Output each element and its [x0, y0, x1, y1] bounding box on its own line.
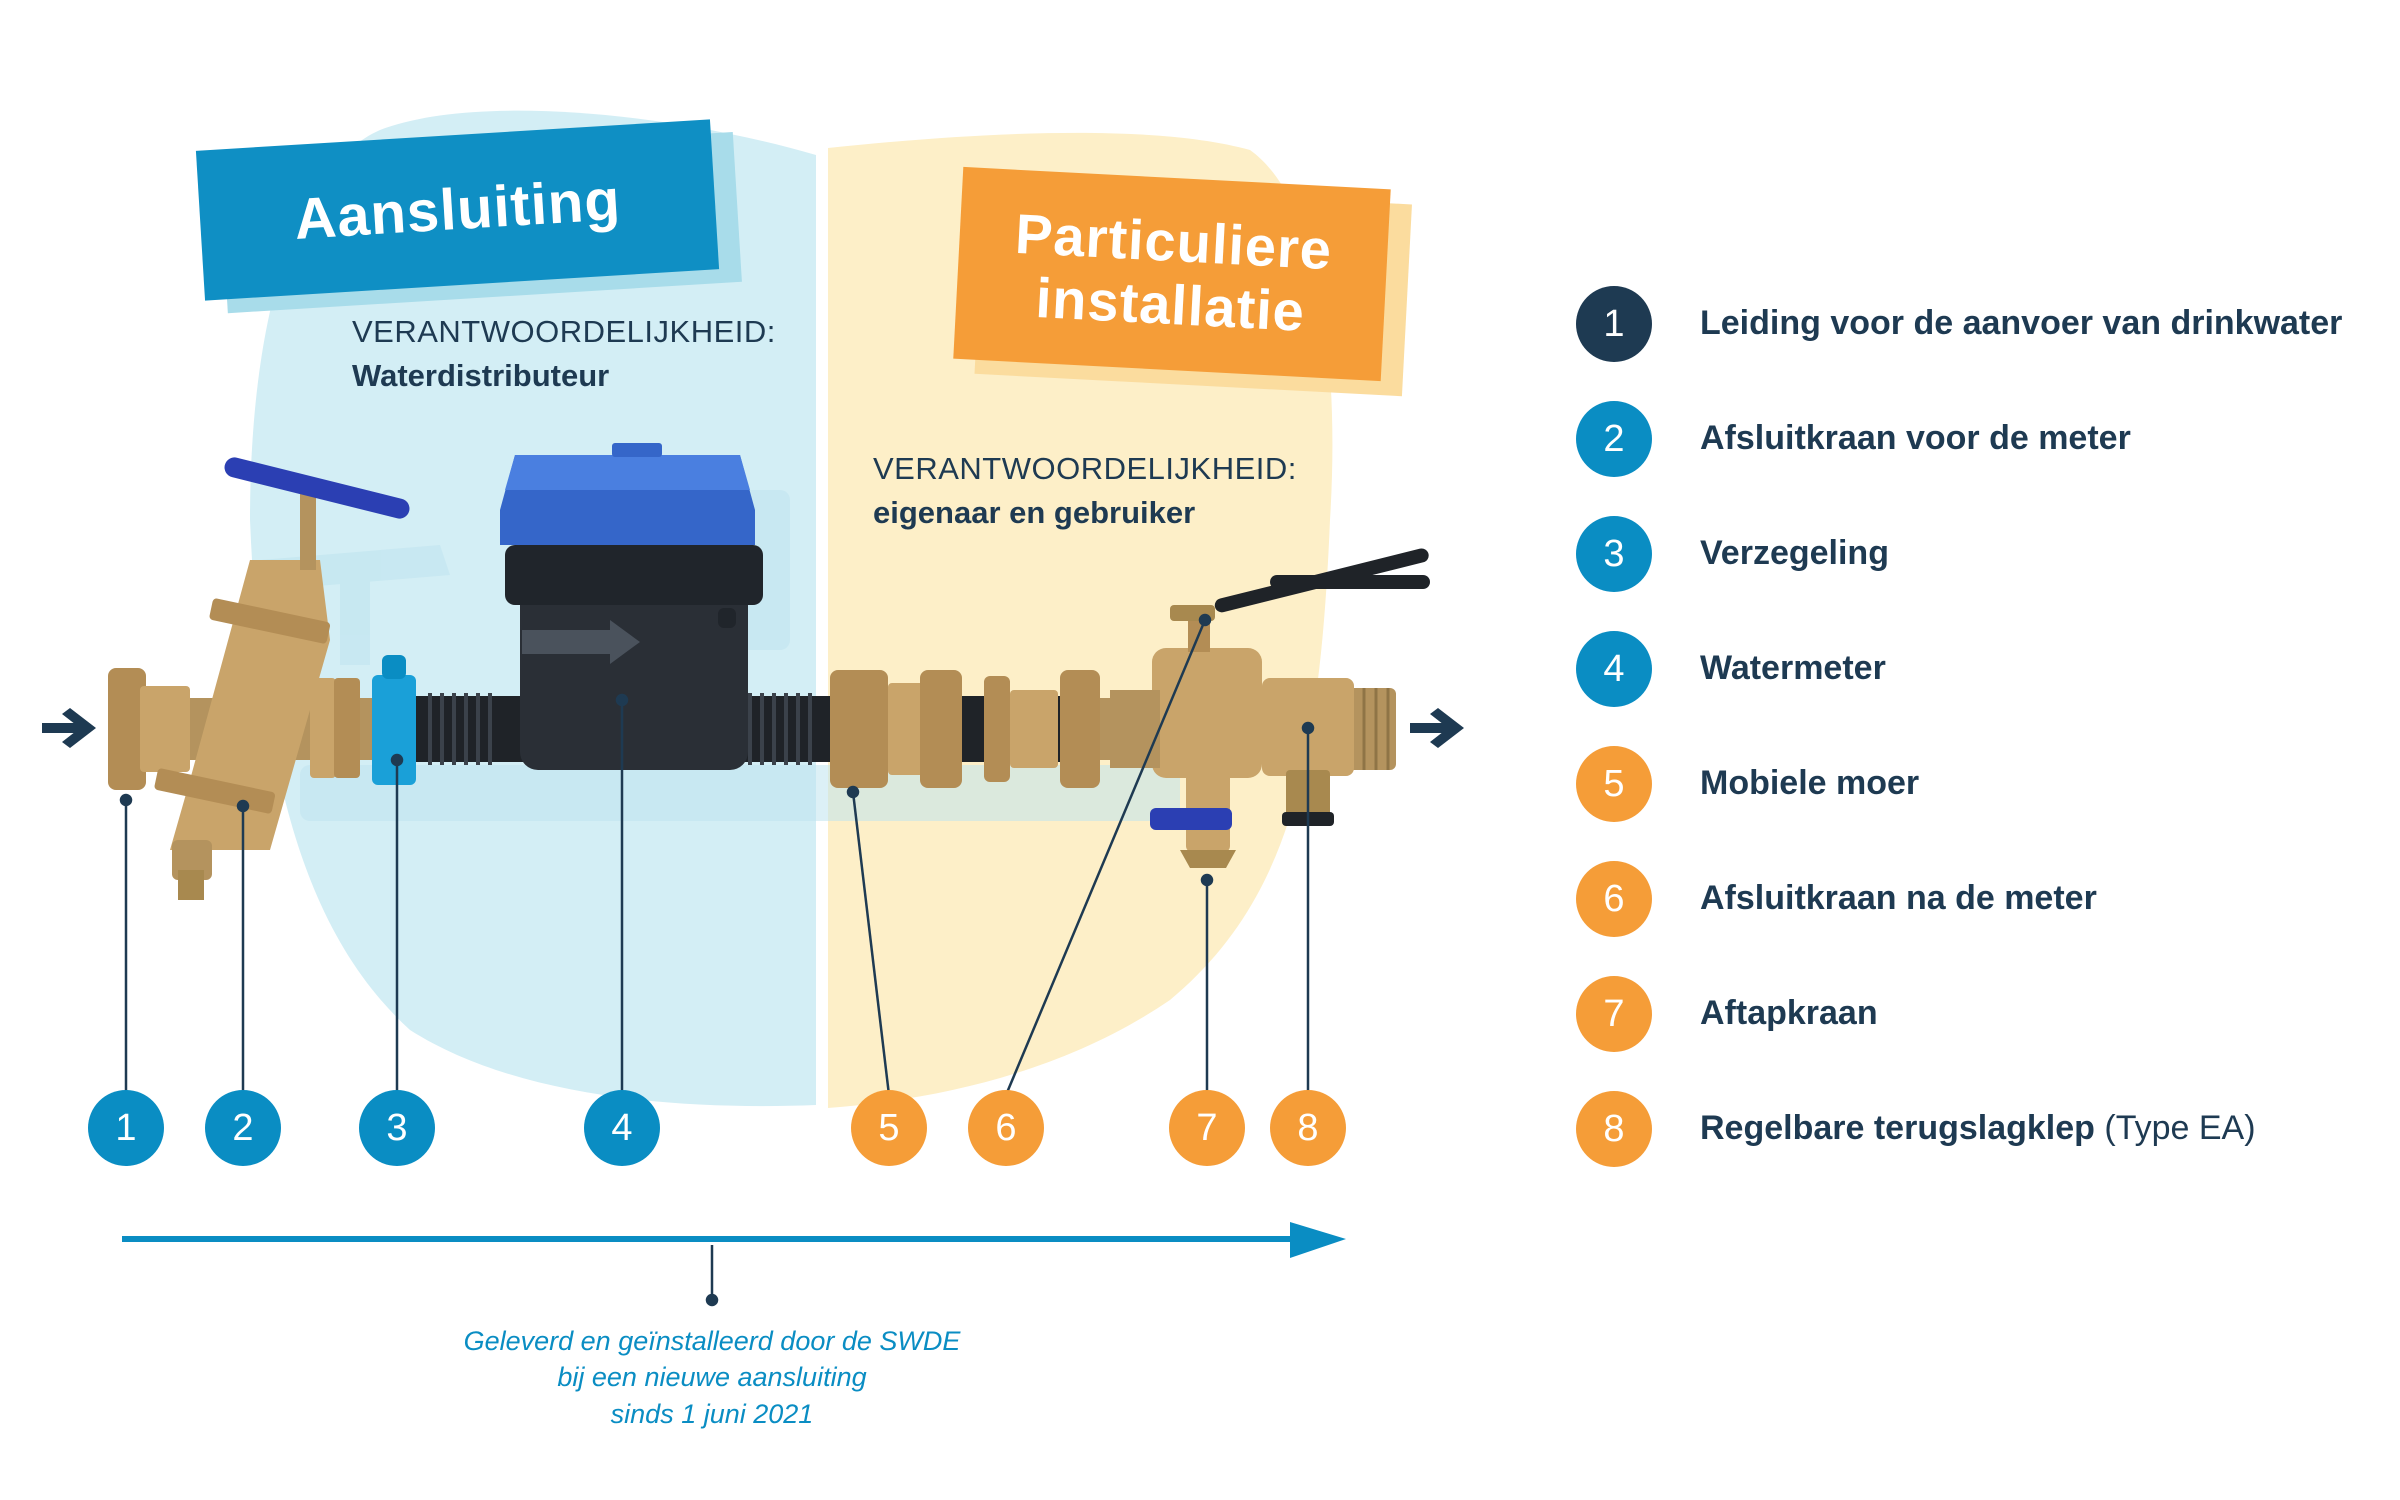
marker-5: 5	[851, 1090, 927, 1166]
seal	[372, 655, 416, 785]
legend-marker: 4	[1576, 631, 1652, 707]
responsibility-value: eigenaar en gebruiker	[873, 495, 1196, 531]
marker-3: 3	[359, 1090, 435, 1166]
private-installation-title: Particuliere installatie	[953, 166, 1391, 382]
responsibility-label: VERANTWOORDELIJKHEID:	[352, 314, 776, 349]
supply-pipe-fitting	[108, 668, 190, 790]
shutoff-valve-before-meter	[154, 457, 410, 900]
legend-marker: 5	[1576, 746, 1652, 822]
footnote-line: sinds 1 juni 2021	[610, 1398, 814, 1429]
legend-marker: 8	[1576, 1091, 1652, 1167]
water-meter	[500, 443, 763, 770]
thread-left	[428, 693, 812, 765]
marker-1: 1	[88, 1090, 164, 1166]
ball-valve-icon	[1152, 648, 1262, 778]
footnote: Geleverd en geïnstalleerd door de SWDE b…	[412, 1323, 1012, 1432]
seal-icon	[372, 675, 416, 785]
legend-label: Afsluitkraan na de meter	[1700, 879, 2097, 917]
arrow-right-icon	[42, 708, 96, 748]
legend-marker: 3	[1576, 516, 1652, 592]
connection-banner: Aansluiting	[195, 119, 742, 314]
union-nut	[830, 670, 1100, 788]
marker-8: 8	[1270, 1090, 1346, 1166]
union-nut-icon	[830, 670, 888, 788]
legend-marker: 6	[1576, 861, 1652, 937]
marker-2: 2	[205, 1090, 281, 1166]
legend-label: Verzegeling	[1700, 534, 1889, 572]
marker-7: 7	[1169, 1090, 1245, 1166]
connection-title: Aansluiting	[195, 119, 720, 301]
footnote-line: bij een nieuwe aansluiting	[557, 1362, 867, 1393]
legend-label: Afsluitkraan voor de meter	[1700, 419, 2131, 457]
timeline-arrow	[122, 1222, 1346, 1258]
outlet-arrow-icon	[1410, 708, 1464, 748]
connection-responsibility: VERANTWOORDELIJKHEID: Waterdistributeur	[352, 310, 776, 398]
drain-tap	[1150, 772, 1236, 868]
legend-label: Leiding voor de aanvoer van drinkwater	[1700, 304, 2343, 342]
footnote-line: Geleverd en geïnstalleerd door de SWDE	[463, 1326, 961, 1356]
legend-label: Aftapkraan	[1700, 994, 1878, 1032]
legend-note: (Type EA)	[2104, 1109, 2256, 1147]
legend-label: Mobiele moer	[1700, 764, 1920, 802]
legend-marker: 2	[1576, 401, 1652, 477]
legend-marker: 7	[1576, 976, 1652, 1052]
legend-marker: 1	[1576, 286, 1652, 362]
marker-6: 6	[968, 1090, 1044, 1166]
marker-4: 4	[584, 1090, 660, 1166]
private-responsibility: VERANTWOORDELIJKHEID: eigenaar en gebrui…	[873, 447, 1297, 535]
legend-label: Regelbare terugslagklep	[1700, 1109, 2095, 1147]
water-meter-icon	[520, 555, 748, 770]
leader-lines	[119, 613, 1315, 1307]
responsibility-label: VERANTWOORDELIJKHEID:	[873, 451, 1297, 486]
private-installation-banner: Particuliere installatie	[953, 166, 1412, 397]
legend-label: Watermeter	[1700, 649, 1886, 687]
responsibility-value: Waterdistributeur	[352, 358, 610, 394]
